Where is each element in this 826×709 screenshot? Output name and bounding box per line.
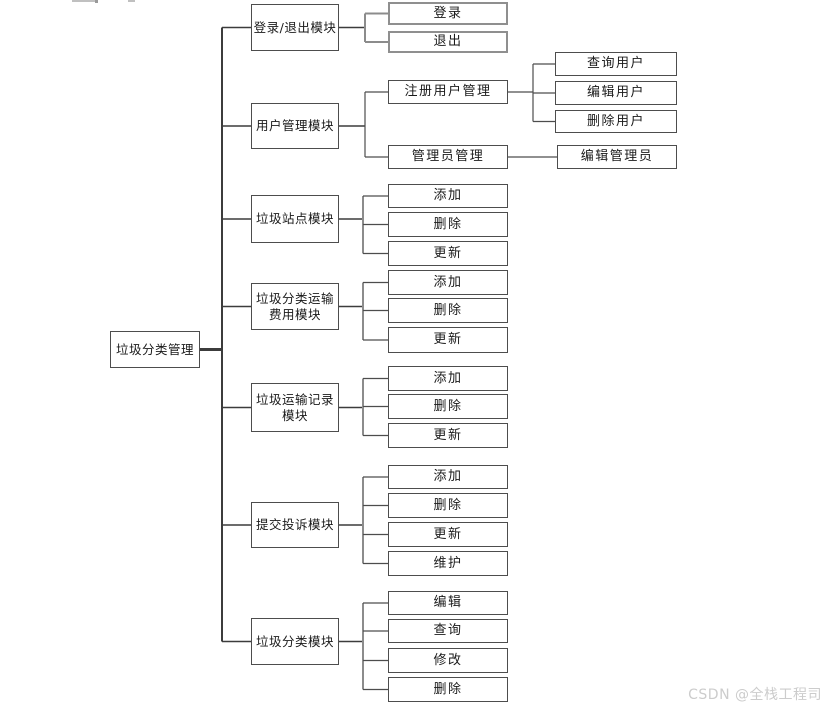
node-class-delete: 删除 <box>388 677 508 702</box>
node-registered-user-mgmt: 注册用户管理 <box>388 80 508 104</box>
node-complaint-maintain: 维护 <box>388 551 508 576</box>
node-complaint-delete: 删除 <box>388 493 508 518</box>
node-class-query: 查询 <box>388 619 508 643</box>
node-complaint-update: 更新 <box>388 522 508 547</box>
node-logout: 退出 <box>388 31 508 53</box>
node-admin-mgmt: 管理员管理 <box>388 145 508 169</box>
node-class-modify: 修改 <box>388 648 508 673</box>
node-module-user-mgmt: 用户管理模块 <box>251 103 339 149</box>
node-module-transport-fee: 垃圾分类运输 费用模块 <box>251 283 339 330</box>
node-module-garbage-station: 垃圾站点模块 <box>251 195 339 243</box>
csdn-watermark: CSDN @全栈工程司 <box>688 687 822 703</box>
node-fee-update: 更新 <box>388 327 508 353</box>
node-record-update: 更新 <box>388 423 508 448</box>
node-fee-add: 添加 <box>388 270 508 295</box>
node-delete-user: 删除用户 <box>555 110 677 133</box>
node-module-submit-complaint: 提交投诉模块 <box>251 502 339 548</box>
node-station-delete: 删除 <box>388 212 508 237</box>
node-module-transport-record: 垃圾运输记录 模块 <box>251 383 339 432</box>
node-record-delete: 删除 <box>388 394 508 419</box>
node-module-garbage-classification: 垃圾分类模块 <box>251 618 339 665</box>
node-station-update: 更新 <box>388 241 508 266</box>
node-query-user: 查询用户 <box>555 52 677 76</box>
node-root-garbage-classification-mgmt: 垃圾分类管理 <box>110 331 200 368</box>
node-module-login-logout: 登录/退出模块 <box>251 4 339 51</box>
bracket-lines-gray <box>362 12 388 690</box>
node-record-add: 添加 <box>388 366 508 391</box>
page-edge-artifact <box>72 0 98 2</box>
node-login: 登录 <box>388 2 508 25</box>
node-fee-delete: 删除 <box>388 298 508 323</box>
node-station-add: 添加 <box>388 184 508 208</box>
node-edit-admin: 编辑管理员 <box>557 145 677 169</box>
page-edge-artifact <box>128 0 135 2</box>
node-edit-user: 编辑用户 <box>555 81 677 105</box>
page-edge-artifact <box>95 0 98 3</box>
node-complaint-add: 添加 <box>388 465 508 489</box>
node-class-edit: 编辑 <box>388 591 508 615</box>
